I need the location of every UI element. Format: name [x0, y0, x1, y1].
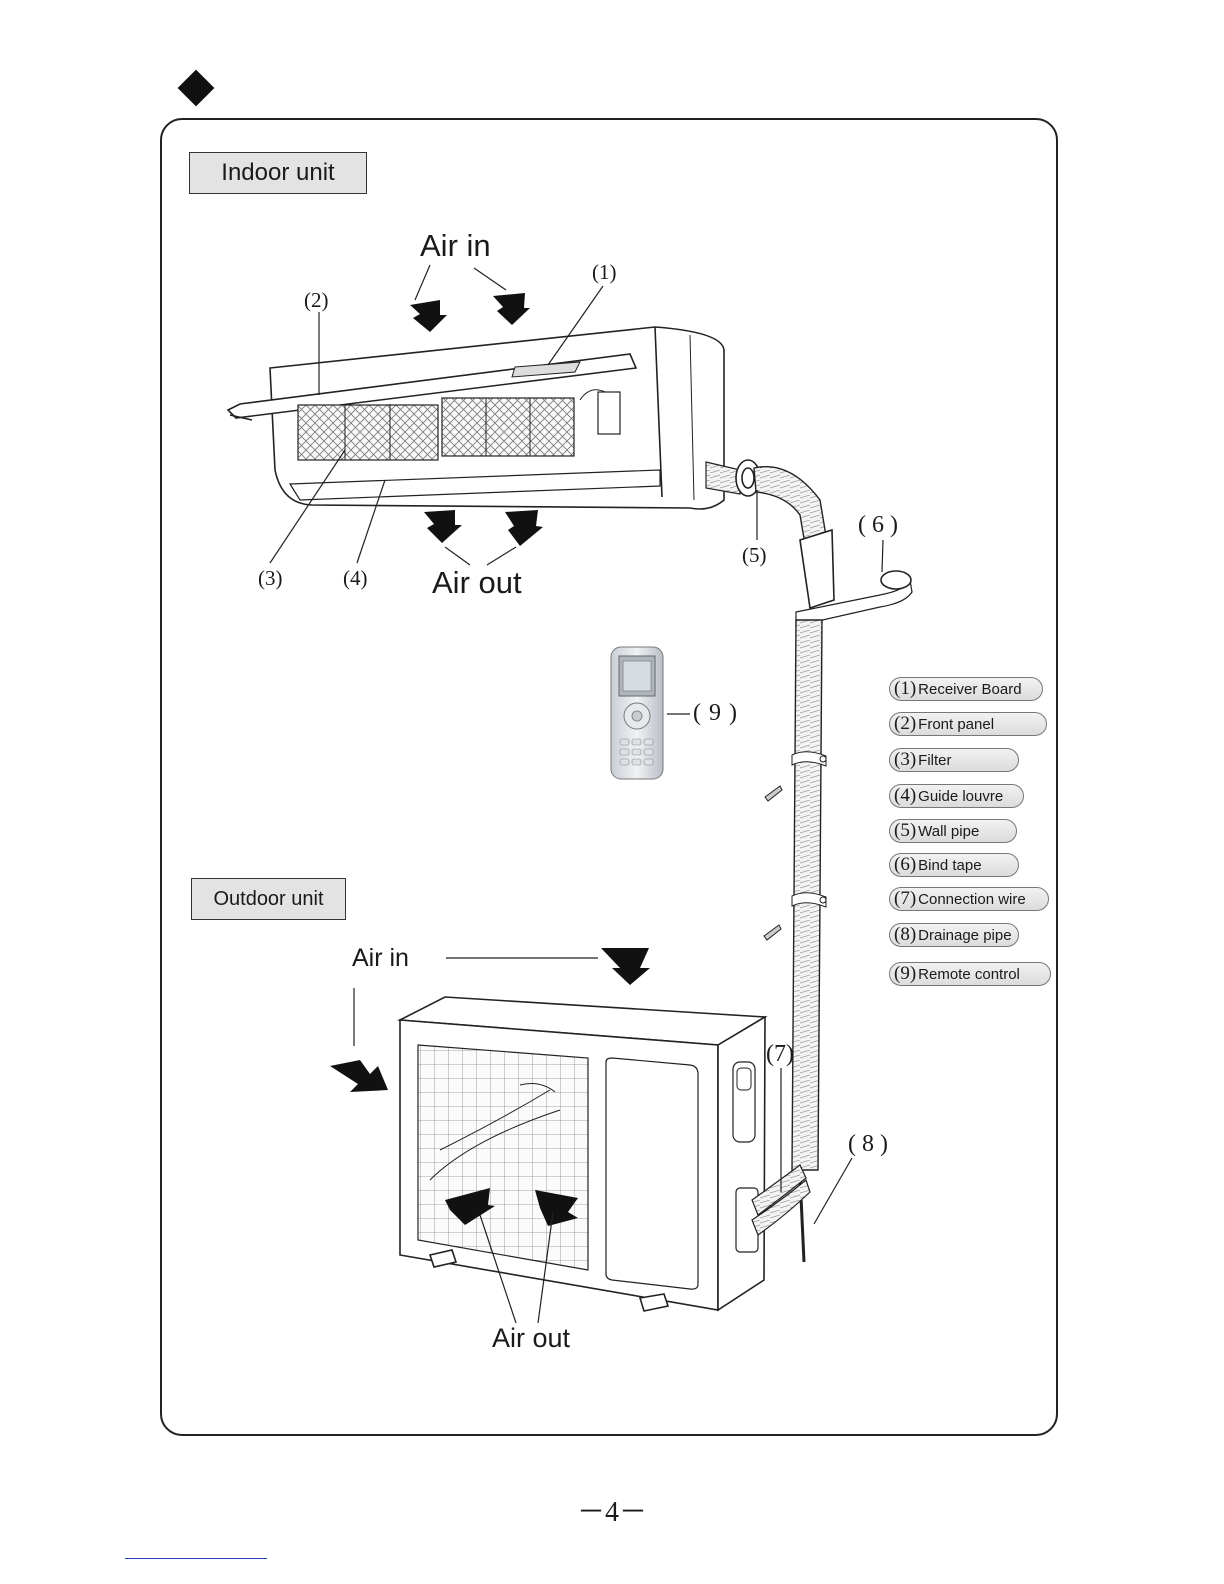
legend-item: (7) Connection wire	[889, 887, 1049, 911]
legend-item: (5) Wall pipe	[889, 819, 1017, 843]
callout-8: (8)	[848, 1131, 894, 1158]
legend-item: (8) Drainage pipe	[889, 923, 1019, 947]
callout-2: (2)	[304, 288, 329, 313]
legend-text: Wall pipe	[918, 823, 979, 840]
callout-7: (7)	[766, 1041, 794, 1068]
callout-9: (9)	[693, 700, 745, 727]
page-number: －4－	[0, 1490, 1224, 1530]
callout-5: (5)	[742, 543, 767, 568]
legend-text: Connection wire	[918, 891, 1026, 908]
outdoor-air-in-label: Air in	[352, 944, 409, 973]
legend-number: (7)	[894, 888, 916, 910]
legend-number: (9)	[894, 963, 916, 985]
legend-item: (1) Receiver Board	[889, 677, 1043, 701]
legend-text: Remote control	[918, 966, 1020, 983]
footer-line	[125, 1558, 267, 1559]
legend-number: (4)	[894, 785, 916, 807]
legend-item: (4) Guide louvre	[889, 784, 1024, 808]
legend-item: (3) Filter	[889, 748, 1019, 772]
legend-number: (2)	[894, 713, 916, 735]
legend-number: (3)	[894, 749, 916, 771]
legend-number: (5)	[894, 820, 916, 842]
legend-number: (1)	[894, 678, 916, 700]
callout-1: (1)	[592, 260, 617, 285]
legend-text: Bind tape	[918, 857, 981, 874]
indoor-air-in-label: Air in	[420, 228, 491, 264]
legend-text: Front panel	[918, 716, 994, 733]
callout-6: (6)	[858, 512, 904, 539]
legend-number: (6)	[894, 854, 916, 876]
legend-item: (9) Remote control	[889, 962, 1051, 986]
indoor-unit-label: Indoor unit	[189, 152, 367, 194]
legend-item: (6) Bind tape	[889, 853, 1019, 877]
remote-control-drawing	[611, 647, 663, 779]
outdoor-unit-label: Outdoor unit	[191, 878, 346, 920]
legend-text: Filter	[918, 752, 951, 769]
legend-text: Drainage pipe	[918, 927, 1011, 944]
callout-3: (3)	[258, 566, 283, 591]
callout-4: (4)	[343, 566, 368, 591]
indoor-air-out-label: Air out	[432, 565, 522, 601]
legend-text: Receiver Board	[918, 681, 1021, 698]
legend-item: (2) Front panel	[889, 712, 1047, 736]
outdoor-unit-drawing	[400, 997, 810, 1311]
outdoor-air-out-label: Air out	[492, 1323, 570, 1354]
legend-text: Guide louvre	[918, 788, 1003, 805]
legend-number: (8)	[894, 924, 916, 946]
